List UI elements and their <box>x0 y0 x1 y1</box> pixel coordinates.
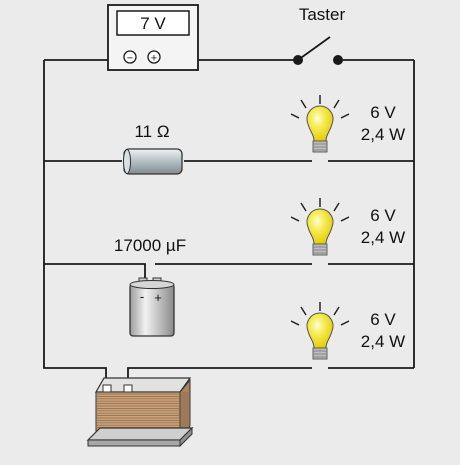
switch-contact-right-icon <box>333 55 343 65</box>
bulb-thread <box>313 246 327 254</box>
switch-lever-icon <box>297 36 331 61</box>
voltmeter: 7 V − + <box>107 4 199 71</box>
capacitor-label: 17000 µF <box>114 236 186 255</box>
bulb-thread <box>313 350 327 358</box>
lamp-voltage: 6 V <box>370 103 396 122</box>
bulb-socket-icon <box>312 140 328 153</box>
capacitor: 17000 µF - + <box>114 236 186 337</box>
wires <box>43 59 415 386</box>
capacitor-top <box>129 280 175 289</box>
coil-base-side <box>179 426 193 448</box>
bulb-socket-icon <box>312 243 328 256</box>
lamp-power: 2,4 W <box>361 228 405 247</box>
lamp-power: 2,4 W <box>361 332 405 351</box>
coil <box>86 377 194 448</box>
resistor-end-cap <box>123 149 131 174</box>
lamp-rays-icon <box>290 302 350 326</box>
lamp-power: 2,4 W <box>361 125 405 144</box>
lamp-voltage: 6 V <box>370 206 396 225</box>
coil-terminal-left-icon <box>102 384 112 393</box>
lamp-voltage: 6 V <box>370 310 396 329</box>
bulb-icon <box>306 105 334 142</box>
lamp-rays-icon <box>290 95 350 119</box>
resistor-body-icon <box>123 148 183 175</box>
switch-label: Taster <box>299 5 346 24</box>
coil-terminal-right-icon <box>123 384 133 393</box>
voltmeter-display <box>116 10 190 36</box>
capacitor-minus: - <box>140 289 144 304</box>
switch: Taster <box>293 5 345 65</box>
minus-terminal-icon <box>123 50 137 64</box>
capacitor-body-icon <box>129 283 175 337</box>
lamp-rays-icon <box>290 198 350 222</box>
lamp-3: 6 V 2,4 W <box>290 302 405 360</box>
wire-branch-capacitor <box>44 263 414 280</box>
resistor-label: 11 Ω <box>134 122 169 141</box>
lamp-1: 6 V 2,4 W <box>290 95 405 153</box>
wire-left-rail <box>43 60 107 386</box>
voltmeter-plus: + <box>151 53 157 65</box>
bulb-icon <box>306 208 334 245</box>
voltmeter-reading: 7 V <box>140 14 166 33</box>
bulb-icon <box>306 312 334 349</box>
coil-base-edge <box>87 439 181 447</box>
capacitor-plus: + <box>154 290 162 305</box>
bulb-socket-icon <box>312 347 328 360</box>
voltmeter-minus: − <box>127 53 133 65</box>
coil-base-plate <box>86 427 194 441</box>
plus-terminal-icon <box>147 50 161 64</box>
resistor: 11 Ω <box>123 122 183 175</box>
bulb-thread <box>313 143 327 151</box>
lamp-2: 6 V 2,4 W <box>290 198 405 256</box>
